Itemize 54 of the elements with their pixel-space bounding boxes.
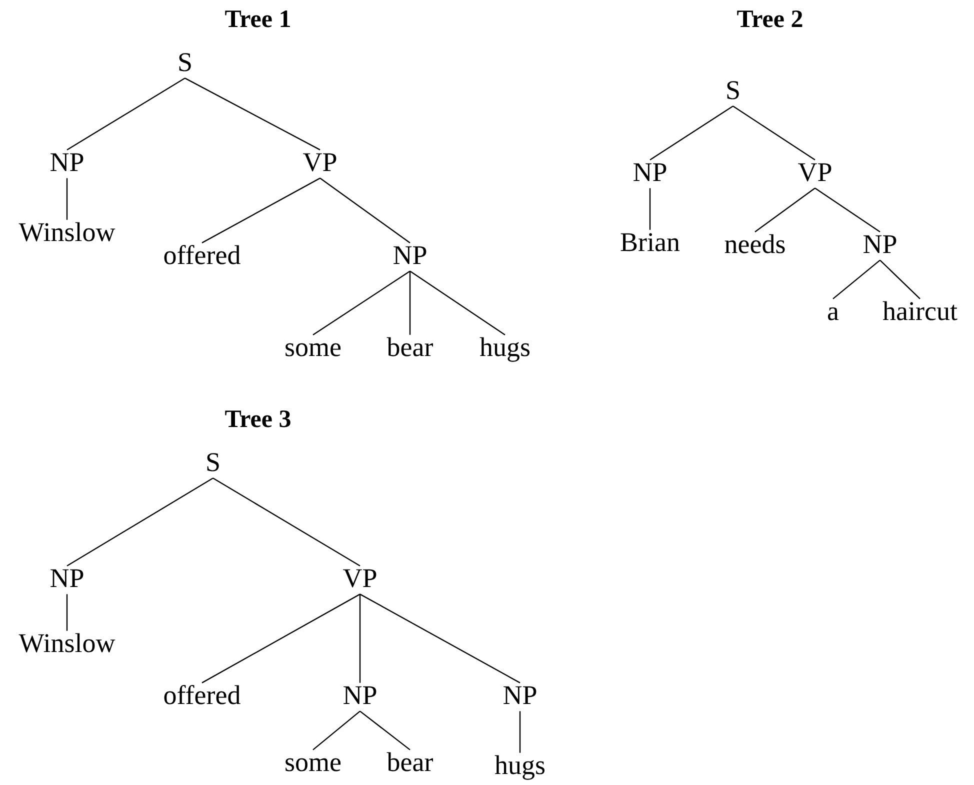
tree-branch	[320, 178, 410, 244]
tree-node-label: VP	[302, 148, 338, 176]
tree-node-label: S	[176, 48, 194, 76]
tree-node-label: some	[284, 332, 342, 362]
tree-node-label: Winslow	[18, 218, 116, 246]
tree-node-label: offered	[162, 680, 242, 710]
tree-branch	[202, 178, 320, 244]
tree-node-label: bear	[386, 332, 434, 362]
tree-branch	[410, 270, 506, 336]
tree-node-label: bear	[386, 748, 434, 776]
tree-node-label: NP	[862, 230, 898, 258]
tree-node-label: NP	[502, 680, 538, 710]
tree-branch	[212, 478, 360, 566]
tree-node-label: Brian	[619, 228, 681, 256]
tree-node-label: a	[826, 296, 840, 326]
tree-branch	[519, 711, 521, 753]
tree-branch	[649, 188, 651, 230]
tree-branch	[184, 78, 320, 150]
tree-branch	[754, 188, 816, 232]
tree-node-label: some	[284, 748, 342, 776]
tree-branch	[650, 106, 734, 160]
tree-node-label: NP	[342, 680, 378, 710]
tree-branch	[312, 270, 410, 336]
tree-node-label: VP	[342, 564, 378, 592]
tree-node-label: needs	[723, 230, 787, 258]
tree-branch	[409, 271, 411, 335]
tree-node-label: NP	[632, 158, 668, 186]
tree-node-label: offered	[162, 240, 242, 270]
tree-branch	[66, 478, 214, 566]
tree-branch	[66, 594, 68, 631]
tree-branch	[202, 594, 360, 684]
tree-branch	[814, 188, 880, 232]
tree-node-label: NP	[392, 240, 428, 270]
tree-node-label: S	[204, 448, 222, 476]
tree-title: Tree 3	[224, 406, 292, 434]
tree-node-label: haircut	[882, 296, 958, 326]
tree-title: Tree 1	[224, 6, 292, 34]
tree-branch	[312, 710, 360, 750]
tree-node-label: hugs	[478, 332, 532, 362]
tree-branch	[880, 260, 920, 300]
tree-branch	[359, 594, 361, 683]
tree-branch	[360, 710, 410, 750]
tree-node-label: VP	[796, 158, 834, 186]
tree-node-label: S	[724, 76, 742, 104]
tree-node-label: Winslow	[18, 628, 116, 658]
tree-branch	[66, 78, 186, 150]
tree-title: Tree 2	[736, 6, 804, 34]
tree-branch	[832, 260, 880, 300]
tree-node-label: NP	[48, 564, 86, 592]
tree-node-label: NP	[48, 148, 86, 176]
tree-node-label: hugs	[494, 750, 546, 780]
tree-branch	[360, 594, 520, 684]
tree-branch	[66, 178, 68, 220]
tree-branch	[732, 106, 816, 160]
